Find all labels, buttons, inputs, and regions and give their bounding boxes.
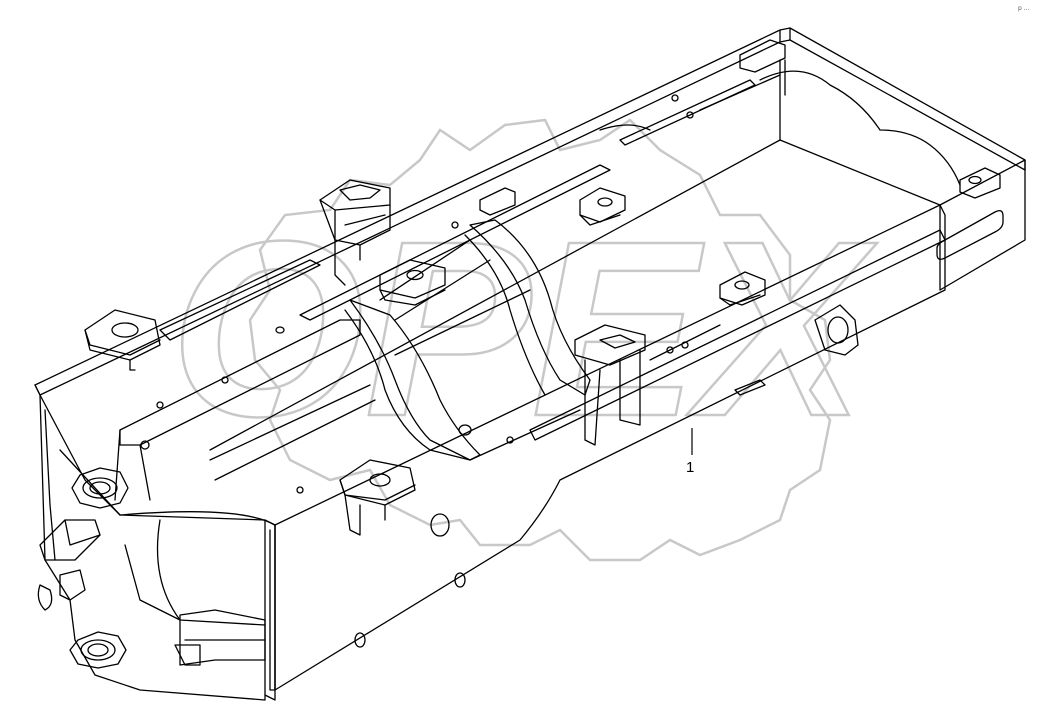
- watermark-text: OPEX: [170, 189, 878, 468]
- nameplate: [734, 379, 766, 396]
- front-cross-member: [119, 319, 361, 446]
- callout-number: 1: [686, 459, 694, 476]
- lifting-eye: [814, 304, 859, 356]
- pedestal-right: [574, 324, 646, 366]
- far-rail-pad-5: [959, 167, 1001, 199]
- mid-cross-member-right: [469, 219, 591, 396]
- frame-line-art: [34, 27, 1026, 701]
- rear-slot: [936, 210, 1004, 260]
- front-hinge-lower: [179, 609, 266, 666]
- far-rail-pad-2: [479, 187, 516, 216]
- front-end-plate: [34, 384, 266, 701]
- front-left-pad: [84, 309, 161, 361]
- corner-reference-mark: p ...: [1018, 5, 1030, 12]
- front-hinge-upper: [39, 519, 101, 561]
- rear-end-plate: [939, 159, 1026, 291]
- far-rail-pad-4: [739, 39, 786, 73]
- part-callout: 1: [686, 428, 694, 476]
- front-kingpin-lower: [69, 631, 127, 669]
- front-side-rail: [274, 204, 946, 691]
- watermark-gear: [248, 118, 832, 562]
- front-kingpin-upper: [71, 467, 129, 509]
- watermark-logo: OPEX: [169, 118, 879, 562]
